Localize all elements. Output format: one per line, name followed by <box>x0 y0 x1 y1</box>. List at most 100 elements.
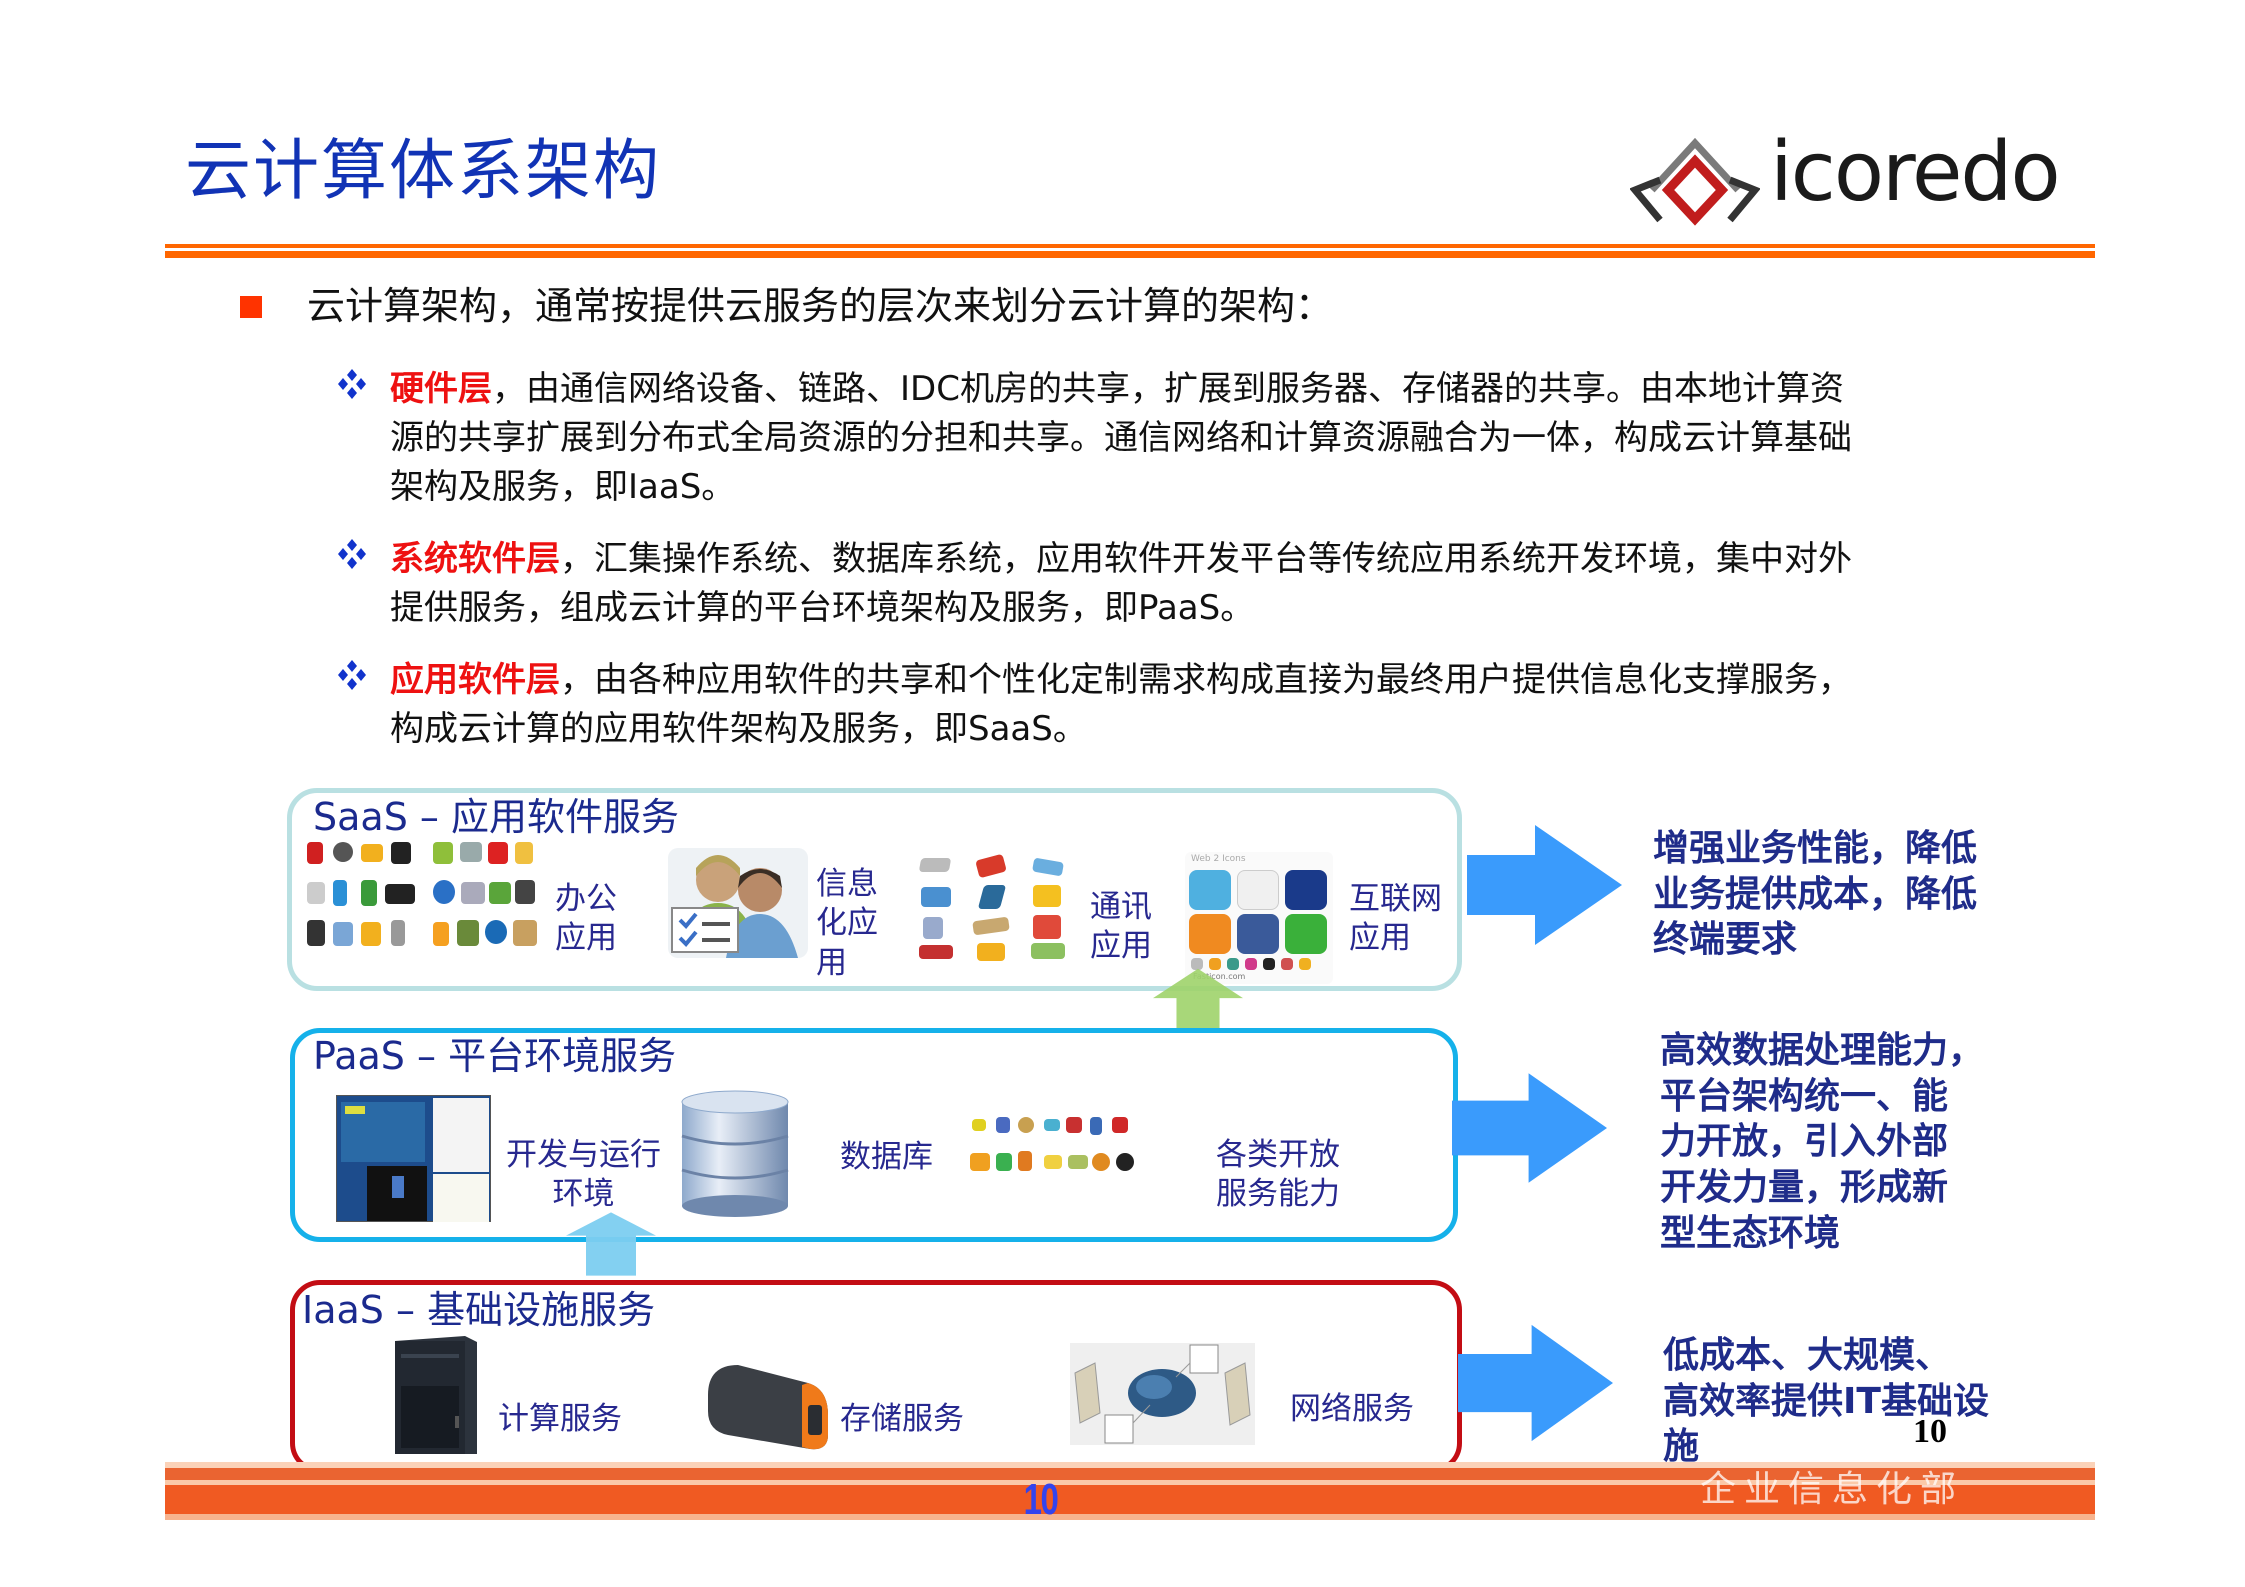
facebook-icon <box>1237 914 1279 954</box>
caption-line: 用 <box>816 944 847 981</box>
sub-bullet-system-software: 系统软件层，汇集操作系统、数据库系统，应用软件开发平台等传统应用系统开发环境，集… <box>335 535 2015 633</box>
label-hardware-layer: 硬件层 <box>390 369 492 409</box>
saas-outcome-text: 增强业务性能，降低 业务提供成本，降低 终端要求 <box>1653 826 1977 963</box>
layer-abbrev: SaaS <box>313 795 408 839</box>
outcome-line: 业务提供成本，降低 <box>1653 873 1978 915</box>
caption-web-apps: 互联网 应用 <box>1349 880 1442 959</box>
outcome-line: 高效率提供IT基础设 <box>1663 1380 1989 1422</box>
up-arrow-icon <box>1153 968 1243 1040</box>
footer-bar <box>165 1462 2095 1520</box>
footer-org-text: 企业信息化部 <box>1700 1469 1965 1510</box>
office-apps-icon <box>305 840 545 955</box>
server-tower-icon <box>395 1336 477 1454</box>
myspace-icon <box>1285 870 1327 910</box>
caption-database: 数据库 <box>840 1139 933 1175</box>
bullet-text: ，汇集操作系统、数据库系统，应用软件开发平台等传统应用系统开发环境，集中对外 <box>560 539 1852 579</box>
caption-office-apps: 办公 应用 <box>555 880 617 959</box>
up-arrow-icon <box>566 1212 656 1276</box>
caption-line: 互联网 <box>1349 881 1442 917</box>
saas-layer-title: SaaS – 应用软件服务 <box>313 795 680 839</box>
outcome-line: 平台架构统一、能 <box>1660 1075 1949 1117</box>
sub-bullet-hardware: 硬件层，由通信网络设备、链路、IDC机房的共享，扩展到服务器、存储器的共享。由本… <box>335 365 2015 512</box>
right-arrow-icon <box>1467 825 1622 945</box>
twitter-icon <box>1189 870 1231 910</box>
caption-communication-apps: 通讯 应用 <box>1090 888 1152 967</box>
caption-network-service: 网络服务 <box>1290 1391 1414 1427</box>
technorati-icon <box>1285 914 1327 954</box>
layer-sep: – <box>383 1288 428 1332</box>
caption-info-apps: 信息 化应 用 <box>816 865 878 983</box>
layer-sep: – <box>407 795 451 839</box>
layer-sep: – <box>404 1034 449 1078</box>
page-number: 10 <box>1913 1413 1947 1450</box>
layer-abbrev: IaaS <box>302 1288 384 1332</box>
image-footer-text: Fasticon.com <box>1193 972 1246 981</box>
caption-line: 通讯 <box>1090 889 1152 925</box>
four-diamond-bullet-icon <box>338 660 366 690</box>
outcome-line: 终端要求 <box>1653 919 1798 961</box>
caption-line: 各类开放 <box>1216 1137 1340 1173</box>
dev-environment-icon <box>336 1095 491 1222</box>
caption-line: 环境 <box>552 1176 615 1213</box>
paas-outcome-text: 高效数据处理能力， 平台架构统一、能 力开放，引入外部 开发力量，形成新 型生态… <box>1660 1028 1984 1257</box>
caption-line: 应用 <box>1090 928 1152 965</box>
caption-line: 应用 <box>555 920 617 957</box>
layer-name: 基础设施服务 <box>427 1288 656 1332</box>
main-bullet-text: 云计算架构，通常按提供云服务的层次来划分云计算的架构： <box>307 284 1334 328</box>
caption-open-services: 各类开放 服务能力 <box>1216 1136 1340 1215</box>
layer-name: 应用软件服务 <box>451 795 680 839</box>
caption-dev-environment: 开发与运行 环境 <box>506 1136 661 1215</box>
database-icon <box>681 1090 789 1217</box>
iaas-outcome-text: 低成本、大规模、 高效率提供IT基础设 施 <box>1663 1333 1989 1470</box>
slide-number-overlay: 10 <box>1023 1475 1059 1524</box>
bullet-text: ，由通信网络设备、链路、IDC机房的共享，扩展到服务器、存储器的共享。由本地计算… <box>492 369 1844 409</box>
communication-apps-icon <box>915 853 1075 965</box>
bullet-text: 源的共享扩展到分布式全局资源的分担和共享。通信网络和计算资源融合为一体，构成云计… <box>390 418 1852 458</box>
open-services-icon <box>960 1113 1150 1193</box>
slide-title: 云计算体系架构 <box>185 132 661 209</box>
label-application-software-layer: 应用软件层 <box>390 660 560 700</box>
users-info-icon <box>668 848 808 958</box>
caption-line: 开发与运行 <box>506 1137 661 1173</box>
layer-name: 平台环境服务 <box>448 1034 677 1078</box>
layer-abbrev: PaaS <box>313 1034 405 1078</box>
caption-line: 化应 <box>816 905 878 942</box>
four-diamond-bullet-icon <box>338 539 366 569</box>
caption-line: 应用 <box>1349 920 1411 957</box>
right-arrow-icon <box>1452 1073 1607 1183</box>
outcome-line: 型生态环境 <box>1660 1212 1841 1254</box>
header-divider-thin <box>165 244 2095 248</box>
square-bullet-icon <box>240 296 262 318</box>
logo-text: icoredo <box>1770 125 2061 220</box>
outcome-line: 高效数据处理能力， <box>1660 1030 1985 1071</box>
bullet-text: 构成云计算的应用软件架构及服务，即SaaS。 <box>390 709 1087 749</box>
bullet-text: 架构及服务，即IaaS。 <box>390 467 736 507</box>
outcome-line: 开发力量，形成新 <box>1660 1167 1949 1209</box>
bullet-text: ，由各种应用软件的共享和个性化定制需求构成直接为最终用户提供信息化支撑服务， <box>560 660 1852 700</box>
caption-line: 信息 <box>816 866 878 902</box>
caption-storage-service: 存储服务 <box>840 1401 964 1437</box>
network-cloud-icon <box>1070 1343 1255 1445</box>
google-icon <box>1237 870 1279 910</box>
bullet-text: 提供服务，组成云计算的平台环境架构及服务，即PaaS。 <box>390 588 1255 628</box>
outcome-line: 力开放，引入外部 <box>1660 1121 1949 1163</box>
four-diamond-bullet-icon <box>338 369 366 399</box>
header-divider-thick <box>165 251 2095 258</box>
web-apps-icon: Web 2 Icons Fasticon.com <box>1185 852 1333 984</box>
diamond-logo-icon <box>1630 137 1760 226</box>
rss-icon <box>1189 914 1231 954</box>
iaas-layer-title: IaaS – 基础设施服务 <box>302 1288 656 1332</box>
caption-line: 办公 <box>555 881 617 917</box>
caption-line: 服务能力 <box>1216 1176 1340 1213</box>
paas-layer-title: PaaS – 平台环境服务 <box>313 1034 677 1078</box>
sub-bullet-application-software: 应用软件层，由各种应用软件的共享和个性化定制需求构成直接为最终用户提供信息化支撑… <box>335 656 2015 754</box>
right-arrow-icon <box>1458 1324 1613 1442</box>
outcome-line: 增强业务性能，降低 <box>1653 828 1978 869</box>
label-system-software-layer: 系统软件层 <box>390 539 560 579</box>
storage-drive-icon <box>708 1365 828 1450</box>
outcome-line: 低成本、大规模、 <box>1663 1335 1952 1376</box>
image-header-text: Web 2 Icons <box>1191 854 1246 864</box>
outcome-line: 施 <box>1663 1426 1700 1468</box>
caption-compute-service: 计算服务 <box>498 1401 622 1437</box>
company-logo: icoredo <box>1630 125 2090 228</box>
